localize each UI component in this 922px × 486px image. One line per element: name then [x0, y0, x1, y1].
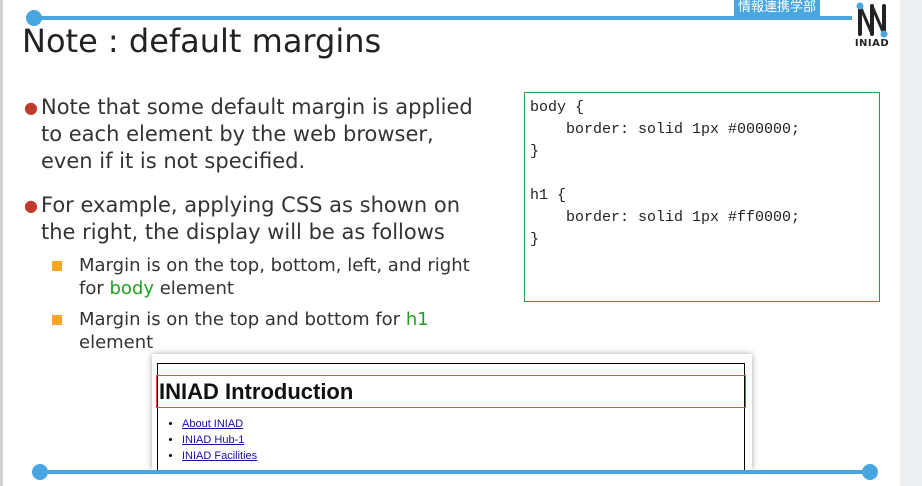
- sub-bullet-line: for body element: [79, 277, 522, 300]
- top-rule: [34, 16, 852, 20]
- sub-bullet-line: Margin is on the top and bottom for h1: [79, 308, 522, 331]
- css-keyword: body: [109, 278, 155, 299]
- bottom-rule: [40, 470, 868, 474]
- left-border: [0, 0, 3, 486]
- bullet-line: to each element by the web browser,: [41, 122, 434, 146]
- iniad-logo: INIAD: [852, 2, 892, 54]
- bullet-dot-icon: ●: [24, 196, 38, 215]
- sub-bullet-item: Margin is on the top, bottom, left, and …: [52, 254, 522, 300]
- bullet-line: For example, applying CSS as shown on: [41, 193, 461, 217]
- list-item: About INIAD: [182, 416, 257, 432]
- bottom-rule-dot-left: [32, 464, 48, 480]
- code-line: }: [530, 231, 540, 248]
- link-iniad-facilities[interactable]: INIAD Facilities: [182, 450, 258, 462]
- top-rule-dot: [26, 10, 42, 26]
- h1-heading: INIAD Introduction: [156, 375, 746, 408]
- bullet-line: the right, the display will be as follow…: [41, 220, 445, 244]
- code-line: body {: [530, 99, 585, 116]
- bullet-item: ● For example, applying CSS as shown on …: [24, 192, 524, 246]
- sub-bullet-text: for: [79, 278, 110, 299]
- slide-title: Note : default margins: [22, 22, 382, 60]
- sub-bullet-line: element: [79, 332, 154, 353]
- bullet-line: even if it is not specified.: [41, 149, 306, 173]
- code-line: border: solid 1px #000000;: [530, 121, 801, 138]
- iniad-logo-icon: [856, 2, 888, 38]
- list-item: INIAD Facilities: [182, 448, 257, 464]
- link-list: About INIAD INIAD Hub-1 INIAD Facilities: [162, 416, 257, 464]
- browser-render-preview: INIAD Introduction About INIAD INIAD Hub…: [152, 354, 752, 470]
- logo-text: INIAD: [854, 38, 890, 49]
- link-iniad-hub-1[interactable]: INIAD Hub-1: [182, 434, 245, 446]
- code-line: }: [530, 143, 540, 160]
- square-bullet-icon: [52, 261, 62, 271]
- sub-bullet-text: Margin is on the top and bottom for: [79, 309, 406, 330]
- css-keyword: h1: [405, 309, 429, 330]
- sub-bullet-line: Margin is on the top, bottom, left, and …: [79, 255, 470, 276]
- department-label: 情報連携学部: [734, 0, 821, 16]
- square-bullet-icon: [52, 315, 62, 325]
- link-about-iniad[interactable]: About INIAD: [182, 418, 244, 430]
- sub-bullet-text: element: [154, 278, 234, 299]
- sub-bullet-item: Margin is on the top and bottom for h1 e…: [52, 308, 522, 354]
- css-code-box: body { border: solid 1px #000000; } ​ h1…: [524, 92, 880, 302]
- bottom-rule-dot-right: [862, 464, 878, 480]
- body-border-box: [157, 363, 745, 470]
- code-line: border: solid 1px #ff0000;: [530, 209, 801, 226]
- bullet-item: ● Note that some default margin is appli…: [24, 94, 524, 175]
- right-scroll-panel: [900, 0, 922, 486]
- code-line: h1 {: [530, 187, 567, 204]
- code-line: ​: [530, 163, 874, 185]
- bullet-line: Note that some default margin is applied: [41, 95, 473, 119]
- bullet-dot-icon: ●: [24, 98, 38, 117]
- list-item: INIAD Hub-1: [182, 432, 257, 448]
